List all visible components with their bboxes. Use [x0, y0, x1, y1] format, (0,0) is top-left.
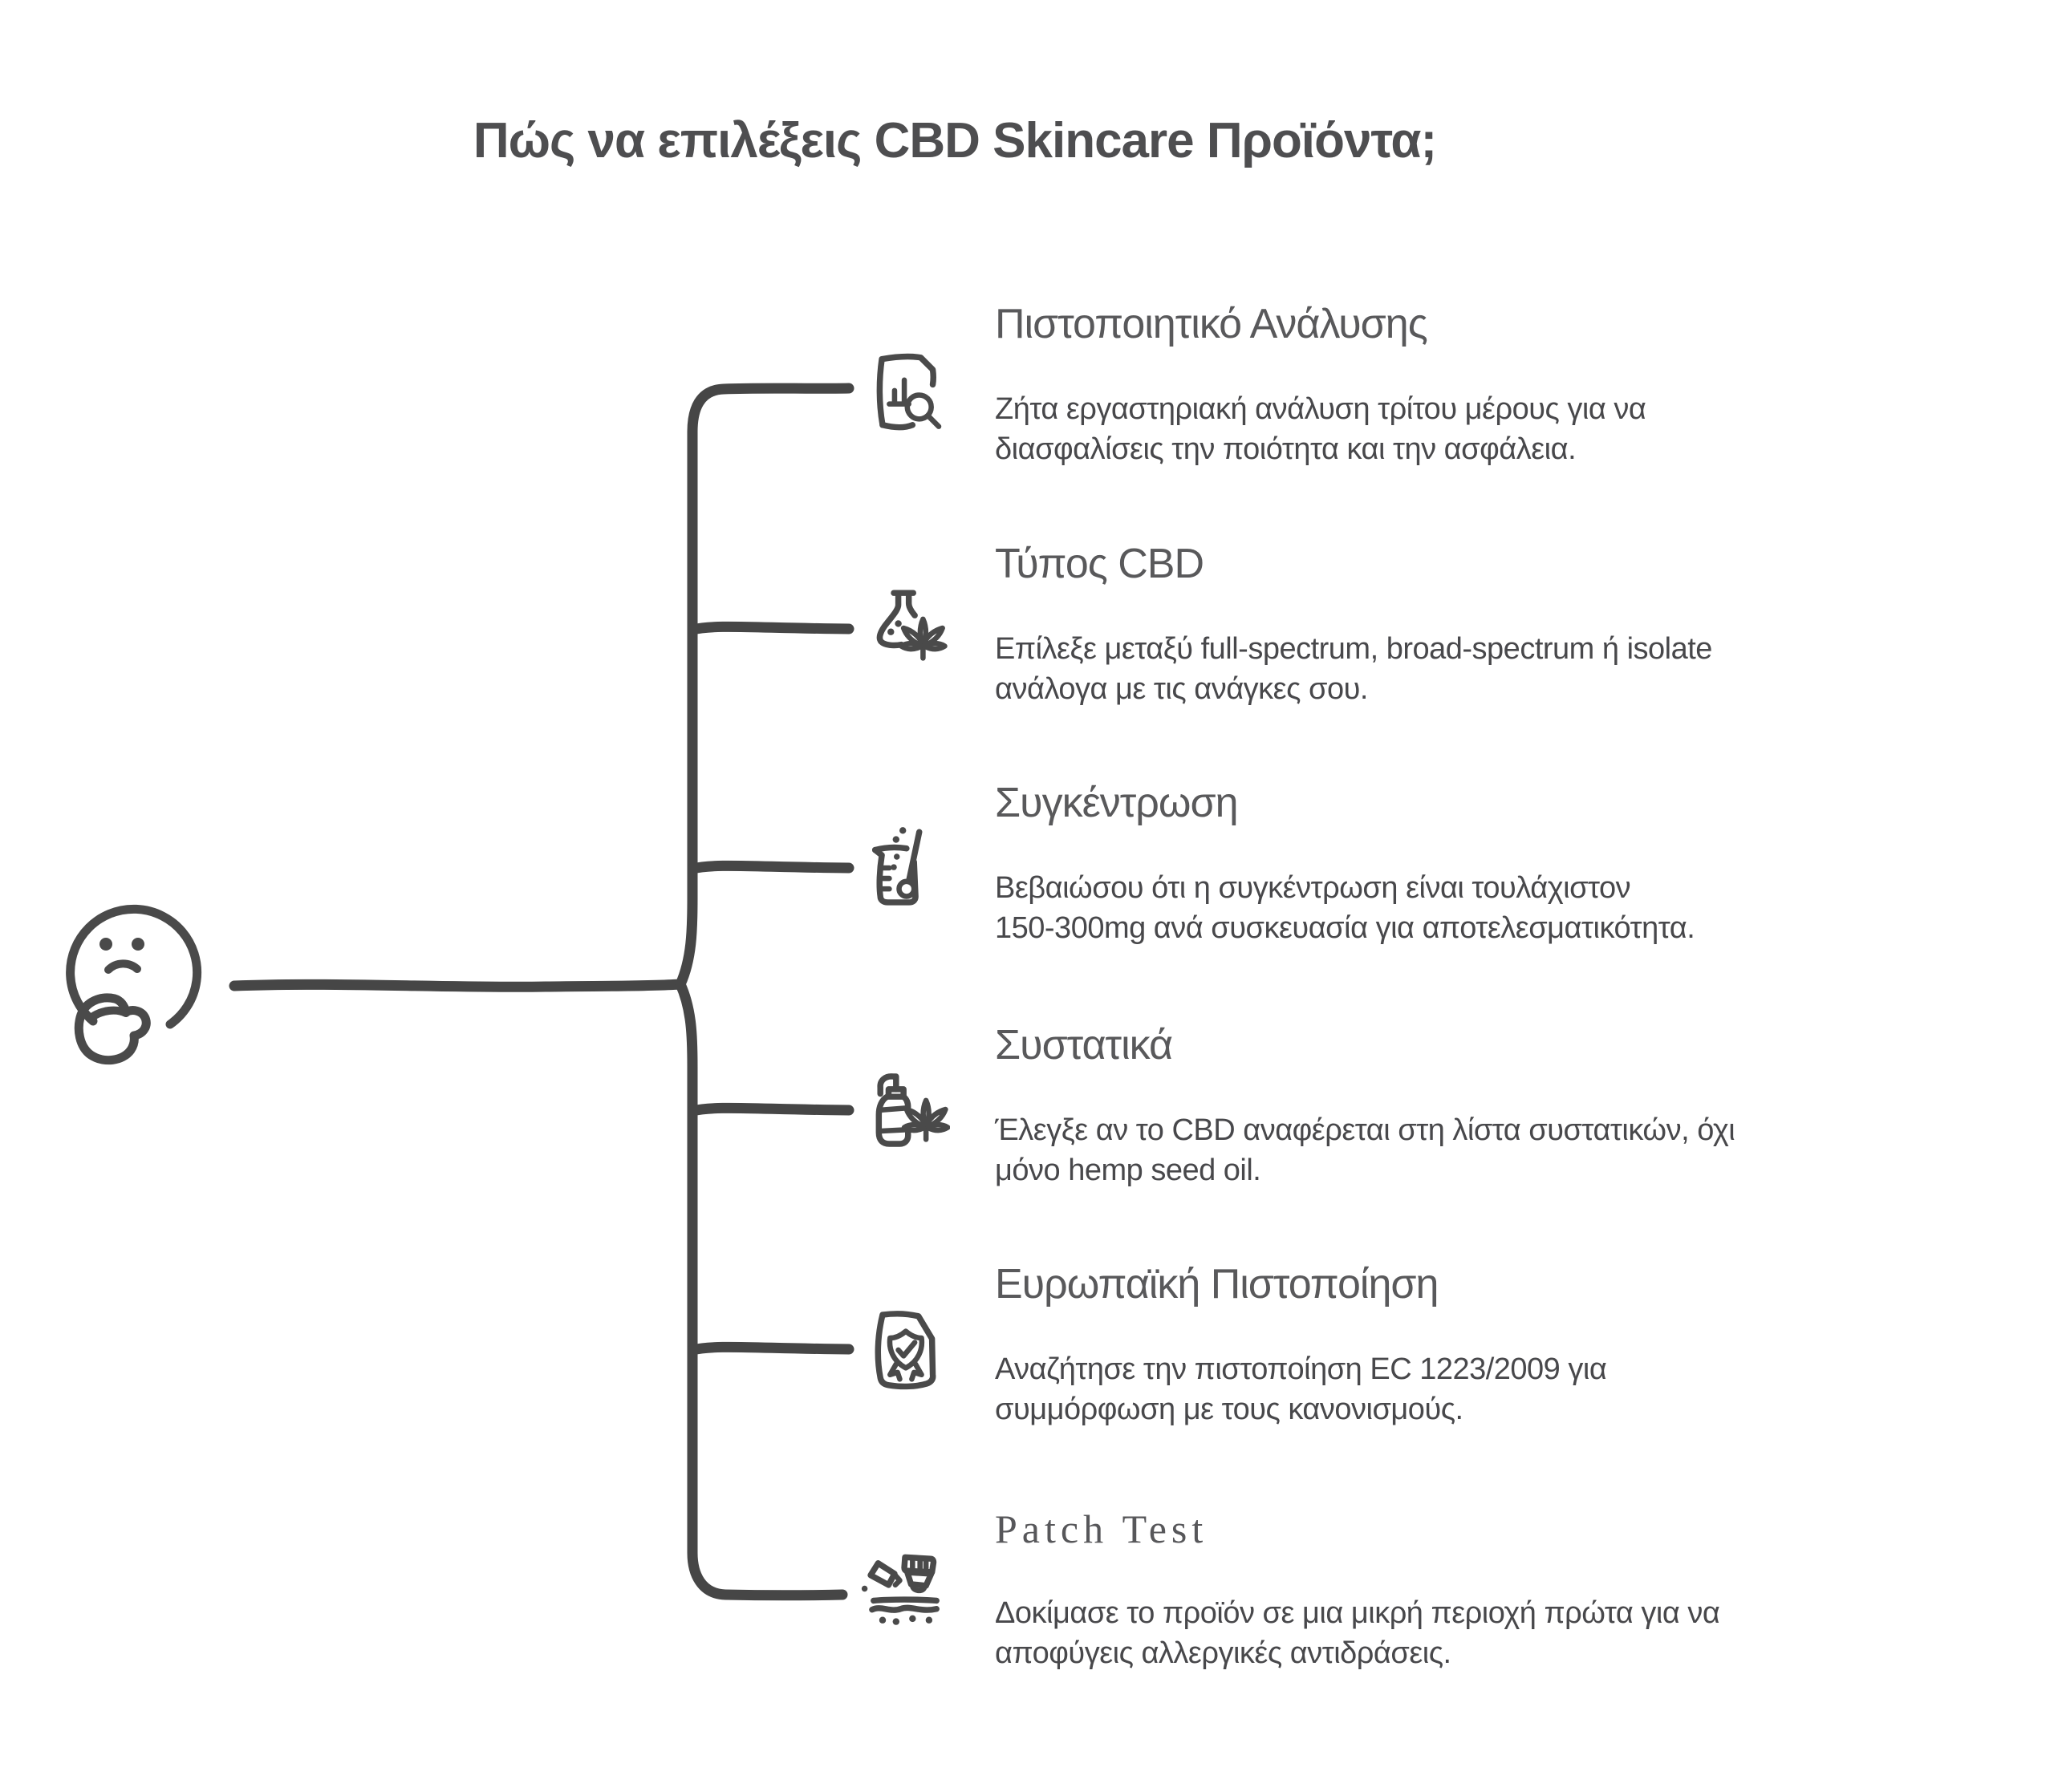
- item-description: Έλεγξε αν το CBD αναφέρεται στη λίστα συ…: [995, 1113, 1735, 1188]
- item-certificate-of-analysis: Πιστοποιητικό Ανάλυσης Ζήτα εργαστηριακή…: [995, 299, 2030, 469]
- lotion-bottle-cannabis-leaf-icon: [860, 1065, 951, 1155]
- item-heading: Ευρωπαϊκή Πιστοποίηση: [995, 1261, 1439, 1308]
- item-heading: Τύπος CBD: [995, 541, 1204, 587]
- item-heading: Patch Test: [995, 1506, 1208, 1551]
- item-patch-test: Patch Test Δοκίμασε το προϊόν σε μια μικ…: [995, 1505, 2030, 1673]
- item-concentration: Συγκέντρωση Βεβαιώσου ότι η συγκέντρωση …: [995, 778, 2030, 948]
- item-description: Ζήτα εργαστηριακή ανάλυση τρίτου μέρους …: [995, 392, 1646, 467]
- item-ingredients: Συστατικά Έλεγξε αν το CBD αναφέρεται στ…: [995, 1020, 2030, 1190]
- item-description: Επίλεξε μεταξύ full-spectrum, broad-spec…: [995, 632, 1712, 707]
- tube-skin-patch-icon: [860, 1550, 950, 1640]
- item-cbd-type: Τύπος CBD Επίλεξε μεταξύ full-spectrum, …: [995, 539, 2030, 709]
- beaker-stirrer-icon: [860, 823, 950, 913]
- item-european-certification: Ευρωπαϊκή Πιστοποίηση Αναζήτησε την πιστ…: [995, 1259, 2030, 1429]
- item-heading: Συγκέντρωση: [995, 780, 1239, 826]
- item-heading: Συστατικά: [995, 1022, 1173, 1068]
- item-description: Αναζήτησε την πιστοποίηση EC 1223/2009 γ…: [995, 1352, 1607, 1427]
- item-heading: Πιστοποιητικό Ανάλυσης: [995, 301, 1428, 347]
- certificate-badge-check-icon: [860, 1304, 950, 1394]
- flask-cannabis-leaf-icon: [860, 584, 950, 674]
- thinking-face-icon: [66, 904, 202, 1065]
- document-chart-magnifier-icon: [860, 344, 950, 434]
- page-title: Πώς να επιλέξεις CBD Skincare Προϊόντα;: [473, 113, 1437, 168]
- item-description: Δοκίμασε το προϊόν σε μια μικρή περιοχή …: [995, 1596, 1720, 1670]
- item-description: Βεβαιώσου ότι η συγκέντρωση είναι τουλάχ…: [995, 871, 1695, 946]
